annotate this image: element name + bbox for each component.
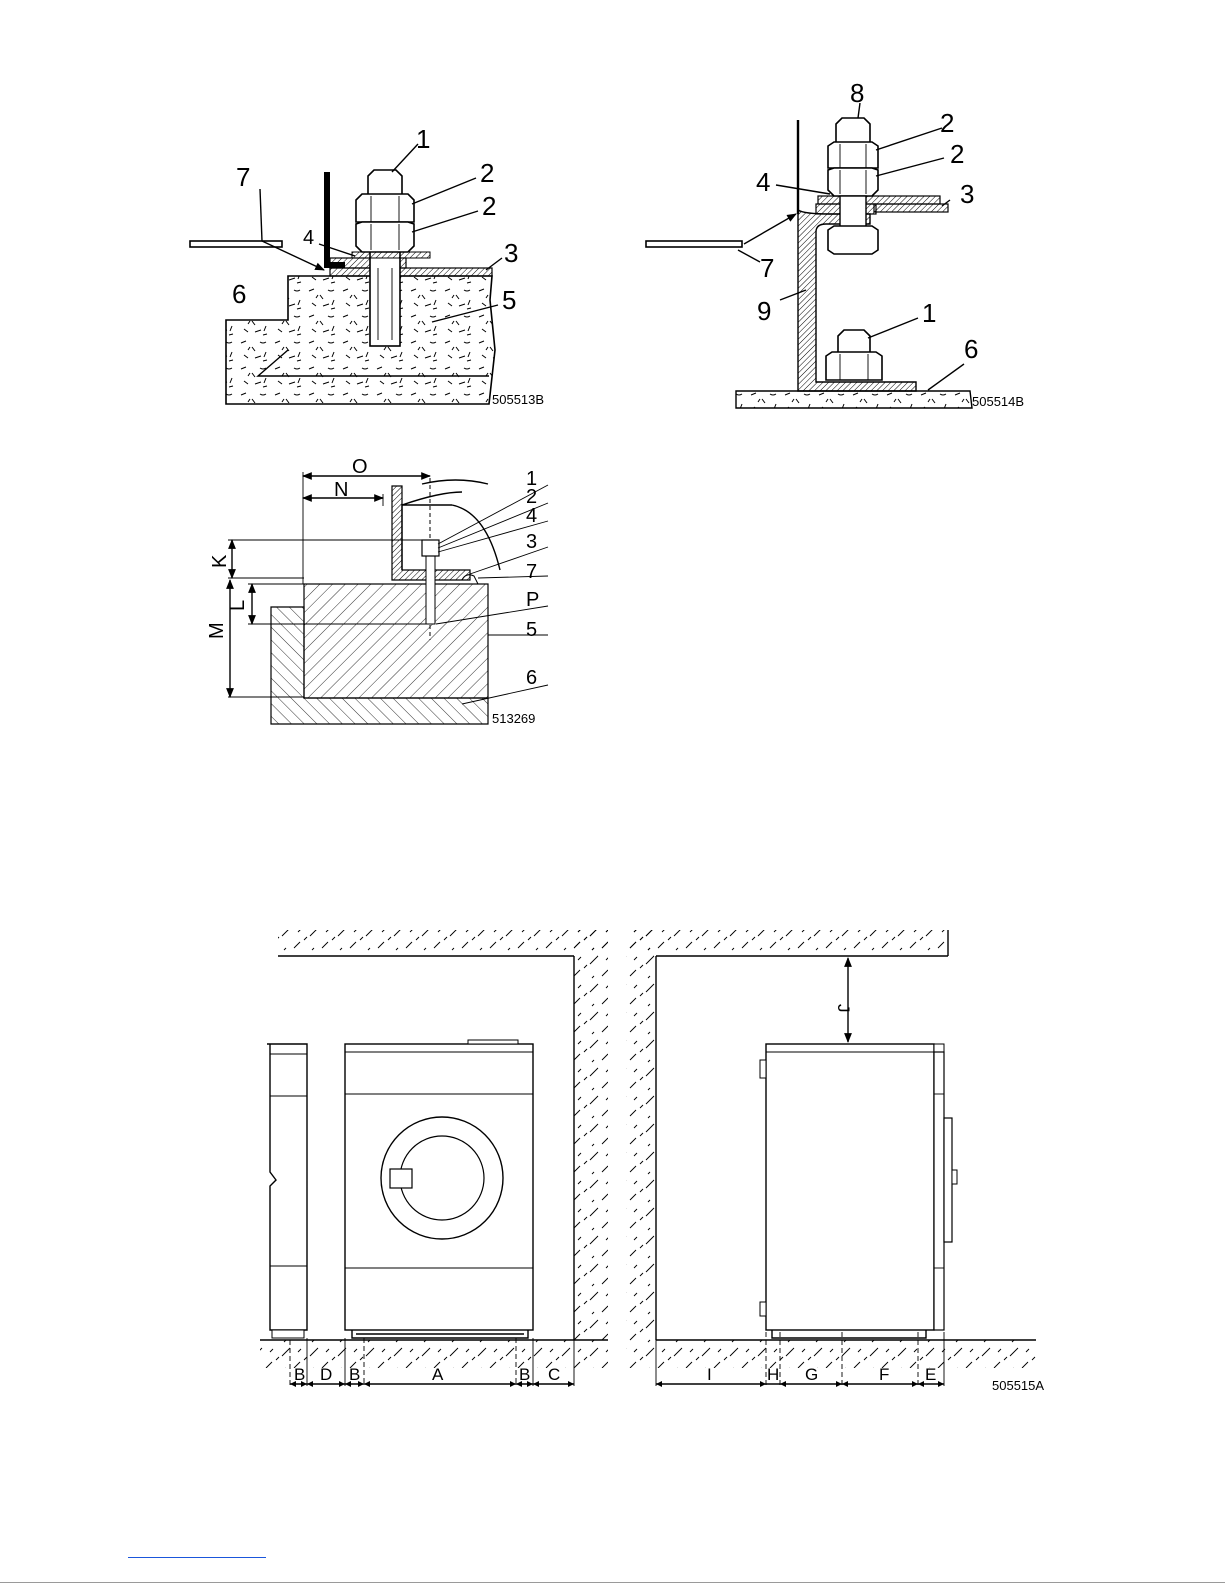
ceiling-right (626, 930, 948, 956)
nut-lower (356, 222, 414, 252)
nut-lower (828, 168, 878, 196)
figure-installation-clearances: J B D B A B C (260, 930, 1044, 1393)
dim-H: H (767, 1365, 779, 1384)
callout-7: 7 (236, 162, 250, 192)
dim-A: A (432, 1365, 444, 1384)
dim-G: G (805, 1365, 818, 1384)
callout-2a: 2 (940, 108, 954, 138)
door-side (944, 1118, 952, 1242)
dim-N: N (334, 479, 348, 501)
shim-plate (330, 268, 492, 276)
callout-4: 4 (526, 505, 537, 527)
callout-6: 6 (232, 279, 246, 309)
door-glass (400, 1136, 484, 1220)
washer (352, 252, 430, 258)
callout-P: P (526, 589, 539, 611)
ceiling-left (278, 930, 608, 956)
dim-B3: B (519, 1365, 530, 1384)
dim-M: M (206, 622, 228, 639)
callout-5: 5 (526, 619, 537, 641)
dim-B1: B (294, 1365, 305, 1384)
callout-1: 1 (416, 124, 430, 154)
floor-left (260, 1340, 608, 1368)
callout-7: 7 (760, 253, 774, 283)
floor-slab (226, 276, 495, 404)
side-wall-left (574, 930, 608, 1340)
shim-plate (874, 204, 948, 212)
dim-J: J (834, 1004, 853, 1013)
footer-link-underline (128, 1557, 266, 1558)
dim-K: K (209, 554, 231, 568)
dim-E: E (925, 1365, 936, 1384)
figure-foundation-dimensions: O N K L M 1 2 4 3 7 P 5 6 51 (206, 456, 548, 726)
nut-upper (356, 194, 414, 222)
floor (736, 391, 972, 408)
dim-C: C (548, 1365, 560, 1384)
page-bottom-rule (0, 1582, 1225, 1583)
callout-4: 4 (303, 227, 314, 249)
side-wall-right (626, 930, 656, 1340)
dim-I: I (707, 1365, 712, 1384)
callout-2b: 2 (482, 191, 496, 221)
figure-foundation-bolt: 7 4 1 2 2 3 5 6 505513B (190, 124, 544, 407)
bolt-head-8 (836, 118, 870, 144)
callout-2a: 2 (480, 158, 494, 188)
bottom-nut (828, 226, 878, 254)
figure-code: 505514B (972, 394, 1024, 409)
dim-D: D (320, 1365, 332, 1384)
door-handle (390, 1169, 412, 1188)
callout-1: 1 (922, 298, 936, 328)
washer-side-body (766, 1044, 934, 1330)
base-frame-angle (324, 172, 345, 268)
floor-right (626, 1340, 1036, 1368)
callout-3: 3 (960, 179, 974, 209)
figure-code: 513269 (492, 711, 535, 726)
callout-6: 6 (964, 334, 978, 364)
callout-7: 7 (526, 561, 537, 583)
lower-bolt-head (838, 330, 870, 354)
callout-3: 3 (504, 238, 518, 268)
dim-O: O (352, 456, 368, 478)
nut-upper (828, 142, 878, 168)
adjacent-machine (267, 1044, 307, 1330)
figure-steel-frame: 8 2 2 4 3 7 9 1 6 505514B (646, 78, 1024, 409)
concrete-block (304, 584, 488, 698)
callout-9: 9 (757, 296, 771, 326)
figure-code: 505513B (492, 392, 544, 407)
callout-2b: 2 (950, 139, 964, 169)
figure-code: 505515A (992, 1378, 1044, 1393)
lower-nut (826, 352, 882, 380)
callout-6: 6 (526, 667, 537, 689)
callout-4: 4 (756, 167, 770, 197)
sealant-strip (646, 241, 742, 247)
callout-3: 3 (526, 531, 537, 553)
callout-5: 5 (502, 285, 516, 315)
callout-8: 8 (850, 78, 864, 108)
dim-F: F (879, 1365, 889, 1384)
dim-B2: B (349, 1365, 360, 1384)
